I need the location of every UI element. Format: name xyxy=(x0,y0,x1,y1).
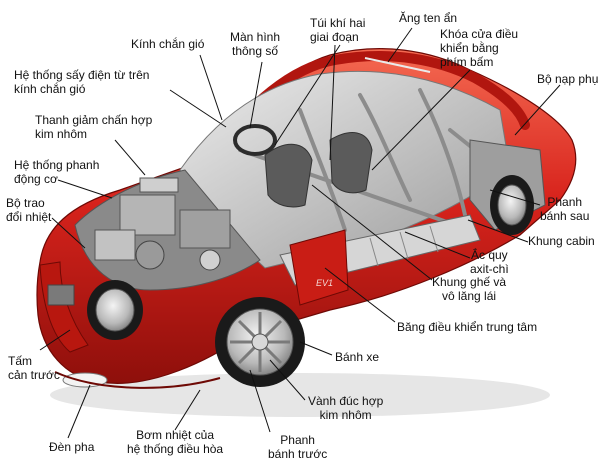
front-grille xyxy=(47,284,75,306)
rear-wheel xyxy=(490,175,534,235)
label-ac-heat-pump: Bơm nhiệt của hệ thống điều hòa xyxy=(127,428,224,456)
label-display-screen: Màn hình thông số xyxy=(230,30,281,58)
label-charging-port: Bộ nạp phụ xyxy=(537,72,599,86)
leader-center-console xyxy=(324,267,396,323)
leader-windshield-defroster xyxy=(169,89,227,128)
label-motor-brake-system: Hệ thống phanh động cơ xyxy=(14,158,100,186)
leader-cabin-frame xyxy=(467,219,529,243)
leader-display-screen xyxy=(249,61,263,129)
leader-windshield-glass xyxy=(199,54,223,121)
leader-charging-port xyxy=(514,84,561,136)
leader-aluminum-crossbar xyxy=(114,139,146,176)
label-headlight: Đèn pha xyxy=(49,440,95,454)
leader-headlight xyxy=(67,384,91,439)
leader-wheel xyxy=(299,341,333,356)
steering-wheel xyxy=(233,124,277,156)
label-windshield-defroster: Hệ thống sấy điện từ trên kính chắn gió xyxy=(14,68,150,96)
label-front-brake: Phanh bánh trước xyxy=(268,433,328,461)
label-seat-frame-steering: Khung ghế và vô lăng lái xyxy=(432,275,507,303)
lower-lip xyxy=(54,371,221,389)
engine-components xyxy=(94,177,231,271)
leader-alloy-rim xyxy=(269,359,306,401)
label-wheel: Bánh xe xyxy=(335,350,380,364)
label-rear-brake: Phanh bánh sau xyxy=(540,195,590,223)
label-cabin-frame: Khung cabin xyxy=(528,234,595,248)
leader-heat-exchanger xyxy=(51,217,86,249)
leader-antenna xyxy=(387,27,413,63)
leader-ac-heat-pump xyxy=(174,389,201,431)
label-front-bumper: Tấm cản trước xyxy=(8,354,60,382)
front-wheel xyxy=(215,297,305,387)
leader-lines xyxy=(39,27,561,439)
leader-seat-frame xyxy=(311,184,433,281)
leader-keyless-door-lock xyxy=(371,69,471,171)
label-heat-exchanger: Bộ trao đổi nhiệt xyxy=(6,196,52,224)
label-dual-airbag: Túi khí hai giai đoạn xyxy=(310,16,366,44)
label-aluminum-crossbar: Thanh giảm chấn hợp kim nhôm xyxy=(35,113,153,141)
leader-motor-brake-system xyxy=(57,179,113,199)
model-badge: EV1 xyxy=(316,278,333,288)
door-panel xyxy=(289,229,349,306)
label-keyless-door-lock: Khóa cửa điều khiển bằng phím bấm xyxy=(440,27,519,69)
leader-lead-acid-battery xyxy=(404,231,471,259)
label-antenna: Ăng ten ẩn xyxy=(399,11,458,25)
seats xyxy=(264,132,373,208)
leader-rear-brake xyxy=(489,189,541,206)
front-left-wheel xyxy=(87,280,143,340)
hidden-antenna xyxy=(364,57,431,73)
label-lead-acid-battery: Ắc quy axit-chì xyxy=(470,248,509,276)
leader-front-bumper xyxy=(39,329,71,351)
label-center-console: Băng điều khiển trung tâm xyxy=(397,320,538,334)
label-alloy-rim: Vành đúc hợp kim nhôm xyxy=(308,394,384,422)
label-windshield-glass: Kính chắn gió xyxy=(131,37,205,51)
leader-dual-airbag xyxy=(274,44,341,146)
leader-front-brake xyxy=(249,369,271,433)
leader-dual-airbag-2 xyxy=(329,44,336,161)
